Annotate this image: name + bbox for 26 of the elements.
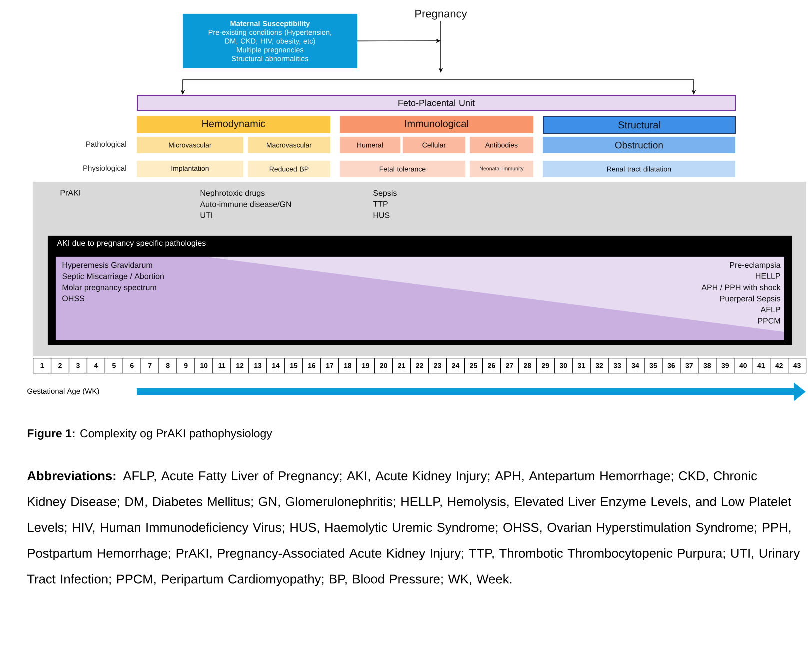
list-item: AFLP [760,307,780,312]
list-item: Septic Miscarriage / Abortion [62,273,164,281]
abbreviations-note: Abbreviations: AFLP, Acute Fatty Liver of Pregnancy; AKI, Acute Kidney Injury; APH, Antepartum Hemorrhage; CKD, Chronic Kidney Disease; DM, Diabetes Mellitus; GN, Glomerulonephritis; HELLP, Hemolysis, Elevated Liver Enzyme Levels, and Low Platelet Levels; HIV, Human Immunodeficiency Virus; HUS, Haemolytic Uremic Syndrome; OHSS, Ovarian Hyperstimulation Syndrome; PPH, Postpartum Hemorrhage; PrAKI, Pregnancy-Associated Acute Kidney Injury; TTP, Thrombotic Thrombocytopenic Purpura; UTI, Urinary Tract Infection; PPCM, Peripartum Cardiomyopathy; BP, Blood Pressure; WK, Week. [28,471,800,586]
figure-caption: Figure 1: Complexity og PrAKI pathophysiology [28,429,272,440]
unit-bar: Feto-Placental Unit [137,95,736,111]
list-item: Pre-eclampsia [730,262,781,270]
list-item: HELLP [756,273,780,279]
list-item: Puerperal Sepsis [720,296,780,304]
list-item: TTP [373,201,388,207]
list-item: Sepsis [374,190,397,198]
panel-heading: AKI due to pregnancy specific pathologies [57,240,206,248]
category-box: Structural [543,116,736,134]
title-text: Pregnancy [416,10,468,20]
category-box: Hemodynamic [137,116,330,134]
list-item: Auto-immune disease/GN [200,201,292,208]
list-item: Hyperemesis Gravidarum [62,262,152,270]
list-item: Molar pregnancy spectrum [62,284,156,292]
category-box: Immunological [340,116,534,134]
list-item: UTI [200,212,212,218]
list-item: Nephrotoxic drugs [200,190,265,198]
list-item: APH / PPH with shock [702,284,781,290]
panel-heading: PrAKI [60,190,80,196]
list-item: HUS [374,212,390,218]
list-item: PPCM [758,318,780,324]
list-item: OHSS [62,296,85,302]
pathology-box: Obstruction [543,137,736,154]
